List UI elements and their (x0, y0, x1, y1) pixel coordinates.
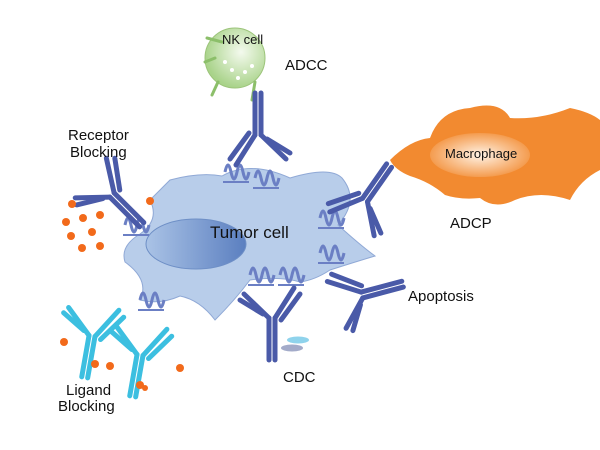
ligand-blocking-label: Ligand (66, 382, 111, 399)
apoptosis-label: Apoptosis (408, 288, 474, 305)
macrophage-nucleus (430, 133, 530, 177)
complement-icon (281, 344, 303, 352)
tumor-nucleus (145, 218, 247, 270)
cdc-label: CDC (283, 369, 316, 386)
adcp-label: ADCP (450, 215, 492, 232)
ligand-dots (60, 197, 184, 391)
ligand-blocking-label: Blocking (58, 398, 115, 415)
complement-icon (287, 336, 309, 344)
nk-cell-label: NK cell (222, 32, 263, 47)
receptor-blocking-label: Receptor (68, 127, 129, 144)
antibody-ligand-blocking (101, 320, 173, 401)
macrophage-label: Macrophage (445, 146, 517, 161)
tumor-cell-label: Tumor cell (210, 223, 289, 242)
adcc-label: ADCC (285, 57, 328, 74)
antibody-adcc (230, 93, 290, 165)
nk-cell (203, 27, 266, 102)
receptor-blocking-label: Blocking (70, 144, 127, 161)
antibody-apoptosis (326, 257, 411, 334)
